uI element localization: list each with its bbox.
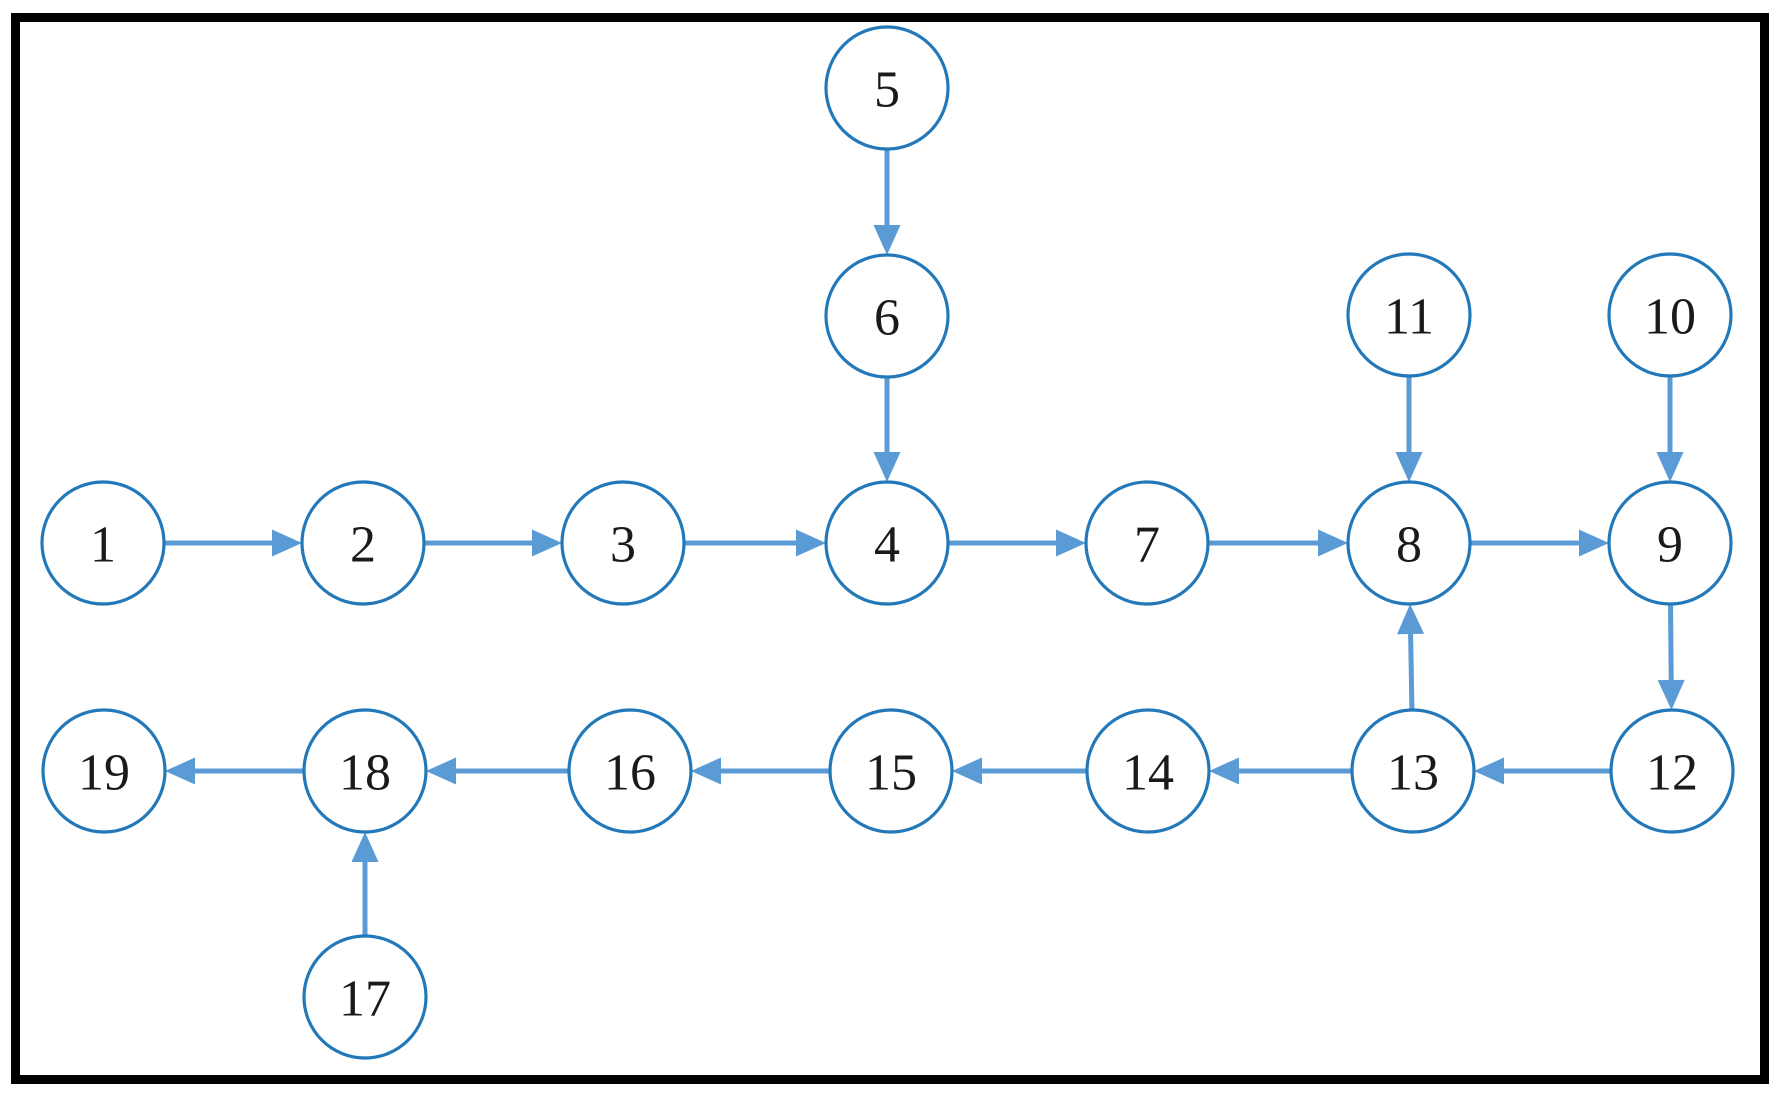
edge-17-to-18 xyxy=(351,832,379,936)
arrowhead-icon xyxy=(1397,603,1425,635)
arrowhead-icon xyxy=(1056,529,1086,557)
node-circle[interactable] xyxy=(1346,252,1472,378)
arrowhead-icon xyxy=(952,757,982,785)
arrowhead-icon xyxy=(532,529,562,557)
edge-11-to-8 xyxy=(1395,376,1423,482)
edge-18-to-19 xyxy=(165,757,304,785)
arrowhead-icon xyxy=(165,757,195,785)
node-circle[interactable] xyxy=(1607,252,1733,378)
graph-node-9[interactable]: 9 xyxy=(1607,480,1733,606)
edge-13-to-8 xyxy=(1397,603,1425,711)
edge-8-to-9 xyxy=(1470,529,1609,557)
node-circle[interactable] xyxy=(824,253,950,379)
edge-9-to-12 xyxy=(1657,603,1685,710)
graph-node-18[interactable]: 18 xyxy=(302,708,428,834)
edge-3-to-4 xyxy=(684,529,826,557)
edge-shaft xyxy=(1408,633,1415,711)
arrowhead-icon xyxy=(1579,529,1609,557)
node-circle[interactable] xyxy=(1607,480,1733,606)
graph-node-14[interactable]: 14 xyxy=(1085,708,1211,834)
arrowhead-icon xyxy=(691,757,721,785)
graph-node-11[interactable]: 11 xyxy=(1346,252,1472,378)
edge-4-to-7 xyxy=(948,529,1086,557)
graph-node-19[interactable]: 19 xyxy=(41,708,167,834)
graph-node-5[interactable]: 5 xyxy=(824,25,950,151)
graph-node-13[interactable]: 13 xyxy=(1350,708,1476,834)
graph-node-10[interactable]: 10 xyxy=(1607,252,1733,378)
node-circle[interactable] xyxy=(302,708,428,834)
edge-12-to-13 xyxy=(1474,757,1611,785)
node-circle[interactable] xyxy=(1346,480,1472,606)
graph-node-3[interactable]: 3 xyxy=(560,480,686,606)
node-circle[interactable] xyxy=(300,480,426,606)
edge-6-to-4 xyxy=(873,377,901,482)
arrowhead-icon xyxy=(796,529,826,557)
edge-shaft xyxy=(1668,603,1674,681)
edge-13-to-14 xyxy=(1209,757,1352,785)
arrowhead-icon xyxy=(426,757,456,785)
edge-1-to-2 xyxy=(164,529,302,557)
graph-node-12[interactable]: 12 xyxy=(1609,708,1735,834)
arrowhead-icon xyxy=(1657,679,1685,710)
node-circle[interactable] xyxy=(302,934,428,1060)
node-circle[interactable] xyxy=(828,708,954,834)
arrowhead-icon xyxy=(351,832,379,862)
graph-node-8[interactable]: 8 xyxy=(1346,480,1472,606)
node-circle[interactable] xyxy=(1609,708,1735,834)
node-circle[interactable] xyxy=(567,708,693,834)
graph-node-6[interactable]: 6 xyxy=(824,253,950,379)
node-circle[interactable] xyxy=(1085,708,1211,834)
node-circle[interactable] xyxy=(1350,708,1476,834)
graph-node-16[interactable]: 16 xyxy=(567,708,693,834)
node-circle[interactable] xyxy=(1084,480,1210,606)
arrowhead-icon xyxy=(1474,757,1504,785)
arrowhead-icon xyxy=(1209,757,1239,785)
graph-node-17[interactable]: 17 xyxy=(302,934,428,1060)
arrowhead-icon xyxy=(1318,529,1348,557)
edge-16-to-18 xyxy=(426,757,569,785)
graph-node-2[interactable]: 2 xyxy=(300,480,426,606)
edges-layer xyxy=(164,149,1685,936)
edge-5-to-6 xyxy=(873,149,901,255)
edge-10-to-9 xyxy=(1656,376,1684,482)
edge-14-to-15 xyxy=(952,757,1087,785)
edge-7-to-8 xyxy=(1208,529,1348,557)
arrowhead-icon xyxy=(873,225,901,255)
arrowhead-icon xyxy=(272,529,302,557)
edge-2-to-3 xyxy=(424,529,562,557)
arrowhead-icon xyxy=(1656,452,1684,482)
node-circle[interactable] xyxy=(824,480,950,606)
node-circle[interactable] xyxy=(41,708,167,834)
arrowhead-icon xyxy=(1395,452,1423,482)
graph-node-15[interactable]: 15 xyxy=(828,708,954,834)
edge-15-to-16 xyxy=(691,757,830,785)
graph-node-1[interactable]: 1 xyxy=(40,480,166,606)
arrowhead-icon xyxy=(873,452,901,482)
graph-node-4[interactable]: 4 xyxy=(824,480,950,606)
graph-node-7[interactable]: 7 xyxy=(1084,480,1210,606)
node-circle[interactable] xyxy=(824,25,950,151)
node-circle[interactable] xyxy=(560,480,686,606)
node-circle[interactable] xyxy=(40,480,166,606)
